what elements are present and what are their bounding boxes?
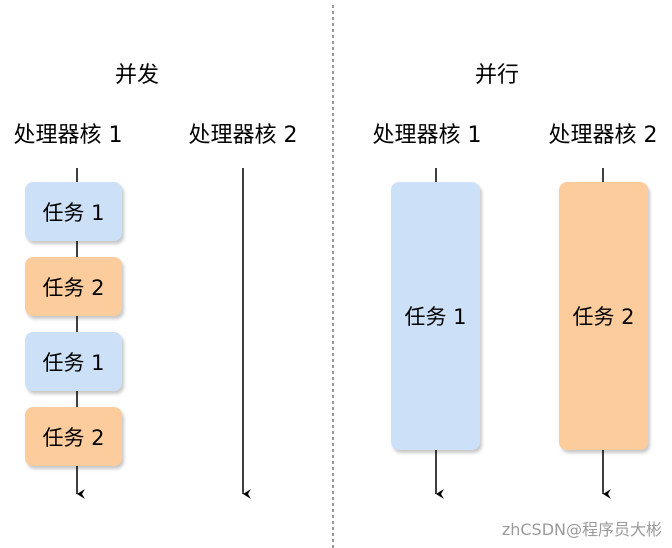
parallel-core1-label: 处理器核 1 bbox=[372, 123, 482, 148]
concurrency-task-4: 任务 2 bbox=[25, 407, 122, 466]
watermark: zhCSDN@程序员大彬 bbox=[501, 520, 662, 539]
parallel-task-1: 任务 1 bbox=[391, 182, 480, 450]
parallel-core2-label: 处理器核 2 bbox=[548, 123, 658, 148]
concurrency-task-2: 任务 2 bbox=[25, 257, 122, 316]
concurrency-task-1: 任务 1 bbox=[25, 182, 122, 241]
parallelism-title: 并行 bbox=[474, 63, 520, 88]
concurrency-core2-label: 处理器核 2 bbox=[188, 123, 298, 148]
parallel-task-2: 任务 2 bbox=[559, 182, 648, 450]
concurrency-title: 并发 bbox=[114, 63, 160, 88]
concurrency-task-3: 任务 1 bbox=[25, 332, 122, 391]
concurrency-core1-label: 处理器核 1 bbox=[13, 123, 123, 148]
